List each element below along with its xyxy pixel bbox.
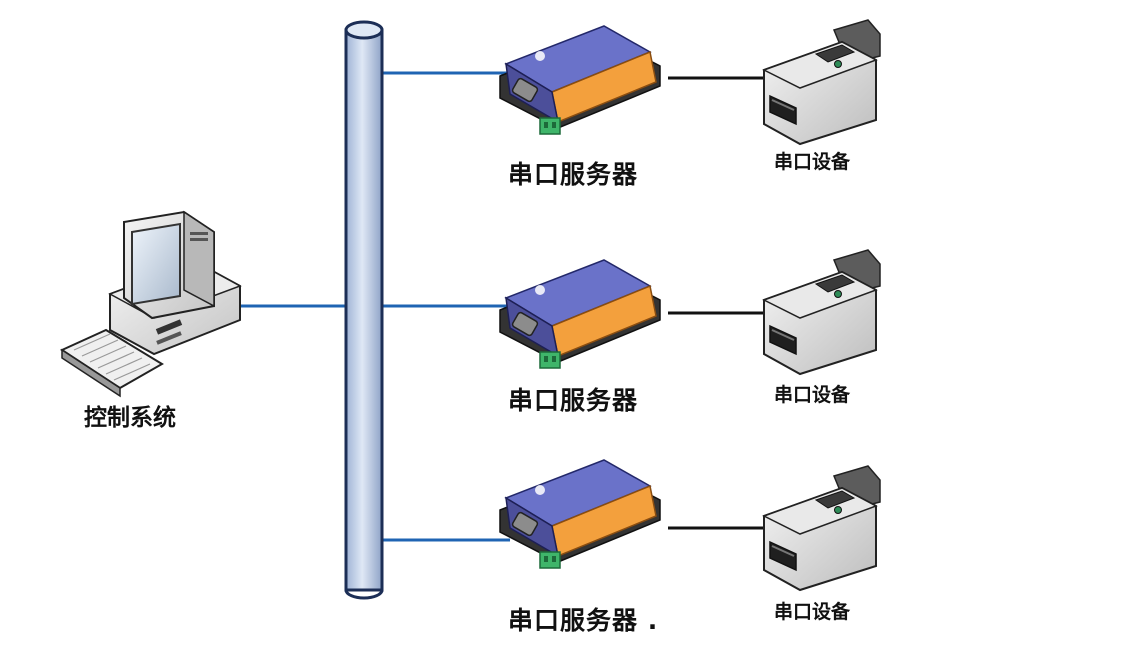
printer-icon	[763, 465, 881, 591]
serial-server-icon	[499, 459, 661, 569]
control-system-label: 控制系统	[84, 405, 176, 431]
serial-server-label: 串口服务器 .	[508, 606, 659, 635]
serial-device-label: 串口设备	[774, 151, 851, 173]
serial-device-label: 串口设备	[774, 601, 851, 623]
serial-server-label: 串口服务器	[508, 386, 639, 415]
control-computer-icon	[59, 210, 242, 398]
serial-device-label: 串口设备	[774, 384, 851, 406]
serial-server-icon	[499, 25, 661, 135]
network-bus	[344, 20, 384, 600]
serial-server-icon	[499, 259, 661, 369]
printer-icon	[763, 19, 881, 145]
printer-icon	[763, 249, 881, 375]
serial-server-label: 串口服务器	[508, 160, 639, 189]
